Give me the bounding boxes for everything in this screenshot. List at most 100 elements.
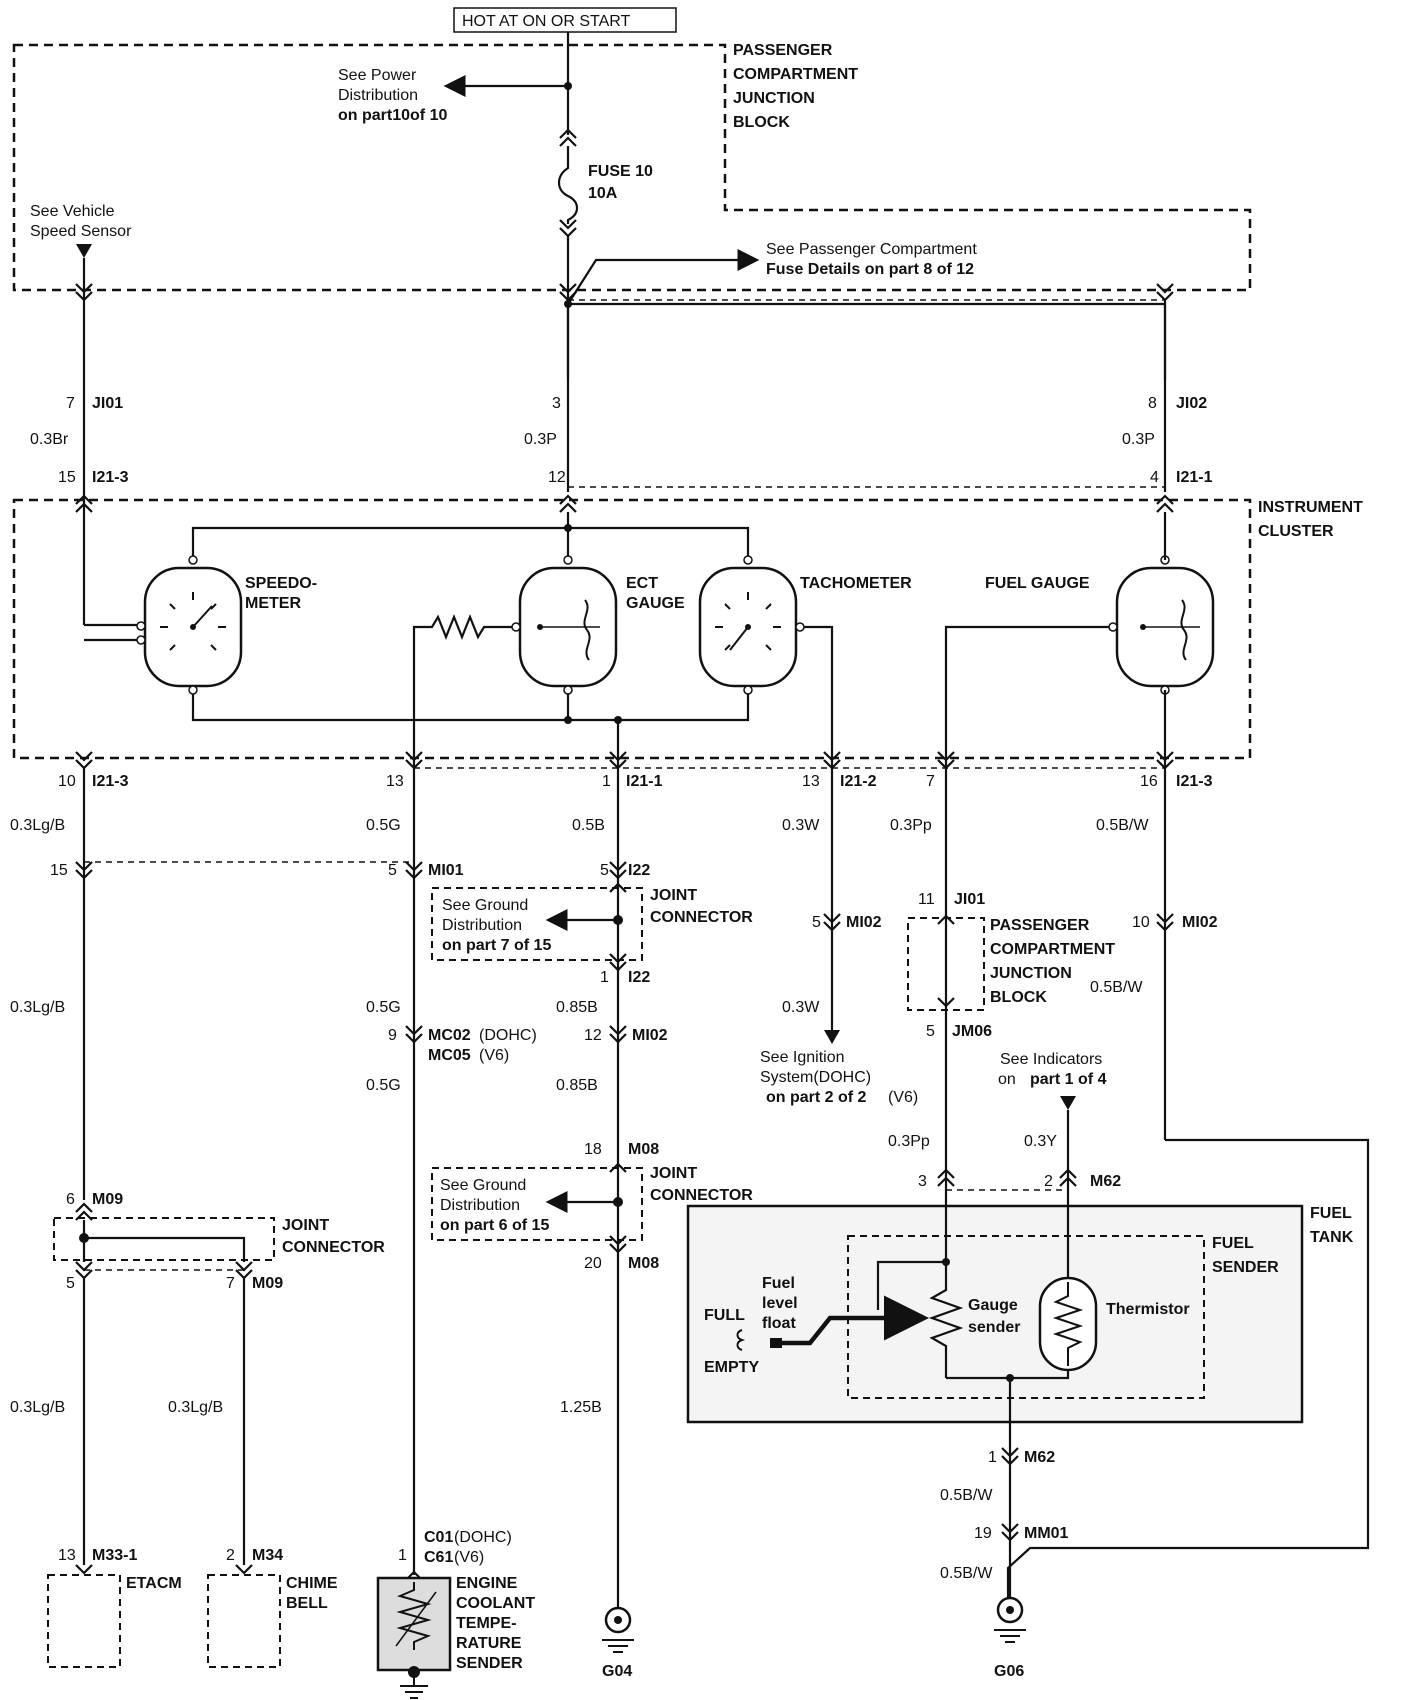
left-pin-top: 7 bbox=[66, 395, 75, 412]
col3-jc2-2: CONNECTOR bbox=[650, 1187, 753, 1204]
left-conn-top: JI01 bbox=[92, 395, 123, 412]
speedo-label-1: SPEEDO- bbox=[245, 575, 317, 592]
col5-pcjb-3: JUNCTION bbox=[990, 965, 1072, 982]
col2-c61-note: (V6) bbox=[454, 1549, 484, 1566]
col3-wire4: 1.25B bbox=[560, 1399, 602, 1416]
ect-label-2: GAUGE bbox=[626, 595, 685, 612]
col1-m09: M09 bbox=[92, 1191, 123, 1208]
fuse-details-ref-1: See Passenger Compartment bbox=[766, 241, 977, 258]
speedometer-icon bbox=[136, 555, 243, 695]
indicators-ref-2: on bbox=[998, 1071, 1016, 1088]
col2-c61: C61 bbox=[424, 1549, 453, 1566]
pcjb-top-label-3: JUNCTION bbox=[733, 90, 815, 107]
c3-pin: 1 bbox=[602, 773, 611, 790]
tachometer-icon bbox=[698, 555, 805, 695]
c4-conn: I21-2 bbox=[840, 773, 877, 790]
col1-m09-pin: 6 bbox=[66, 1191, 75, 1208]
thermistor-label: Thermistor bbox=[1106, 1301, 1190, 1318]
indicators-wire: 0.3Y bbox=[1024, 1133, 1057, 1150]
ignition-arrow-icon bbox=[824, 1030, 840, 1044]
power-ref-1: See Power bbox=[338, 67, 417, 84]
col4-mi02-pin: 5 bbox=[812, 914, 821, 931]
chime-conn: M34 bbox=[252, 1547, 283, 1564]
sender-label-5: SENDER bbox=[456, 1655, 523, 1672]
fuel-sender-label-1: FUEL bbox=[1212, 1235, 1254, 1252]
col5-ji01-pin: 11 bbox=[918, 891, 935, 908]
col5-ji01: JI01 bbox=[954, 891, 985, 908]
col2-mc-pin: 9 bbox=[388, 1027, 397, 1044]
float-icon bbox=[770, 1338, 782, 1348]
middle-pin-top: 3 bbox=[552, 395, 561, 412]
col2-c01: C01 bbox=[424, 1529, 453, 1546]
col3-jc1-2: CONNECTOR bbox=[650, 909, 753, 926]
ign-ref-1: See Ignition bbox=[760, 1049, 845, 1066]
col1-jc-1: JOINT bbox=[282, 1217, 329, 1234]
col2-c-pin: 1 bbox=[398, 1547, 407, 1564]
col1-right-pin: 7 bbox=[226, 1275, 235, 1292]
hot-label: HOT AT ON OR START bbox=[462, 13, 631, 30]
col5-pcjb-1: PASSENGER bbox=[990, 917, 1090, 934]
col2-mi01: MI01 bbox=[428, 862, 464, 879]
thermistor-icon bbox=[1038, 1276, 1098, 1372]
col5-jm06-pin: 5 bbox=[926, 1023, 935, 1040]
col5-pcjb-4: BLOCK bbox=[990, 989, 1047, 1006]
etacm-pin: 13 bbox=[58, 1547, 76, 1564]
col2-mc05-note: (V6) bbox=[479, 1047, 509, 1064]
float-label-3: float bbox=[762, 1315, 796, 1332]
c6-pin: 16 bbox=[1140, 773, 1158, 790]
col1-right-conn: M09 bbox=[252, 1275, 283, 1292]
c1-conn: I21-3 bbox=[92, 773, 129, 790]
fuse-top-connector bbox=[559, 128, 577, 147]
col3-joint-connector-2 bbox=[431, 1167, 643, 1241]
ign-ref-3: on part 2 of 2 bbox=[766, 1089, 867, 1106]
power-ref-3: on part10of 10 bbox=[338, 107, 447, 124]
col2-mi01-pin: 5 bbox=[388, 862, 397, 879]
c3-wire: 0.5B bbox=[572, 817, 605, 834]
pcjb-top-box bbox=[12, 43, 1252, 292]
col3-i22b-pin: 1 bbox=[600, 969, 609, 986]
float-label-2: level bbox=[762, 1295, 798, 1312]
col1-wire2: 0.3Lg/B bbox=[10, 999, 65, 1016]
col3-joint-connector-1 bbox=[431, 887, 643, 961]
fuel-gauge-label: FUEL GAUGE bbox=[985, 575, 1090, 592]
col3-i22b: I22 bbox=[628, 969, 650, 986]
fuse-symbol bbox=[557, 146, 579, 224]
ect-label-1: ECT bbox=[626, 575, 658, 592]
gauge-sender-2: sender bbox=[968, 1319, 1020, 1336]
gnd-ref1-2: Distribution bbox=[442, 917, 522, 934]
right-wire: 0.3P bbox=[1122, 431, 1155, 448]
indicators-arrow-icon bbox=[1060, 1096, 1076, 1110]
col6-mi02-pin: 10 bbox=[1132, 914, 1150, 931]
speedo-label-2: METER bbox=[245, 595, 301, 612]
col3-i22a-pin: 5 bbox=[600, 862, 609, 879]
col5-jm06: JM06 bbox=[952, 1023, 992, 1040]
cluster-label-1: INSTRUMENT bbox=[1258, 499, 1363, 516]
vss-ref-1: See Vehicle bbox=[30, 203, 115, 220]
pcjb-top-label-1: PASSENGER bbox=[733, 42, 833, 59]
col1-pin15: 15 bbox=[50, 862, 68, 879]
c1-wire: 0.3Lg/B bbox=[10, 817, 65, 834]
left-wire: 0.3Br bbox=[30, 431, 69, 448]
col4-wire2: 0.3W bbox=[782, 999, 820, 1016]
col1-joint-connector-box bbox=[53, 1217, 275, 1261]
col1-jc-2: CONNECTOR bbox=[282, 1239, 385, 1256]
ground-g04-icon bbox=[602, 1606, 634, 1653]
bottom-m62-pin: 1 bbox=[988, 1449, 997, 1466]
sender-label-3: TEMPE- bbox=[456, 1615, 516, 1632]
indicators-ref-3: part 1 of 4 bbox=[1030, 1071, 1107, 1088]
fuel-tank-label-1: FUEL bbox=[1310, 1205, 1352, 1222]
col3-mi02: MI02 bbox=[632, 1027, 668, 1044]
gauge-sender-1: Gauge bbox=[968, 1297, 1018, 1314]
c6-wire: 0.5B/W bbox=[1096, 817, 1149, 834]
right-conn-top: JI02 bbox=[1176, 395, 1207, 412]
col5-m62-pin: 3 bbox=[918, 1173, 927, 1190]
bottom-mm01-pin: 19 bbox=[974, 1525, 992, 1542]
gnd-ref1-3: on part 7 of 15 bbox=[442, 937, 551, 954]
c4-pin: 13 bbox=[802, 773, 820, 790]
col1-left-pin: 5 bbox=[66, 1275, 75, 1292]
gauge-sender-resistor-icon bbox=[928, 1262, 964, 1378]
c2-wire: 0.5G bbox=[366, 817, 401, 834]
middle-pin-bot: 12 bbox=[548, 469, 566, 486]
float-arm bbox=[782, 1295, 929, 1346]
fuel-gauge-icon bbox=[1108, 555, 1215, 695]
